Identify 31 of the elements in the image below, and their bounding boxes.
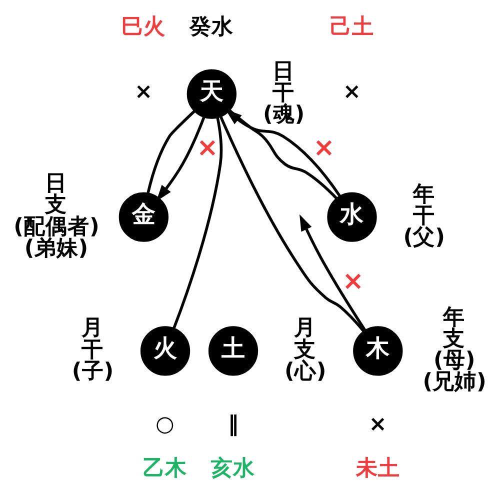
connector: [220, 116, 365, 332]
edge-label: ×: [313, 132, 335, 163]
node-label: 未土: [356, 456, 400, 482]
node-circle: 水: [327, 192, 377, 242]
node-label: ○: [156, 412, 174, 437]
node-label: 日支(配偶者)(弟妹): [14, 171, 100, 261]
node-circle: 金: [118, 192, 168, 242]
node-label: ‖: [228, 412, 239, 437]
edge-label: ×: [196, 132, 218, 163]
node-circle: 火: [140, 326, 190, 376]
node-label: ×: [134, 79, 153, 104]
connector: [172, 118, 223, 329]
node-label: ×: [368, 412, 387, 437]
arrow: [300, 214, 366, 331]
node-circle: 木: [353, 326, 403, 376]
node-label: 癸水: [190, 14, 234, 40]
node-label: 乙木: [143, 456, 188, 482]
node-label: 年干(父): [403, 182, 446, 250]
node-label: ×: [342, 79, 361, 104]
node-label: 己土: [330, 14, 374, 40]
node-label: 月干(子): [72, 316, 114, 384]
node-circle: 天: [186, 69, 236, 119]
node-label: 月支(心): [284, 316, 326, 384]
node-label: 年支(母)(兄姉): [422, 304, 486, 395]
node-label: 巳火: [122, 14, 166, 40]
node-circle: 土: [208, 326, 258, 376]
arrow: [156, 116, 206, 202]
edge-label: ×: [342, 266, 364, 297]
node-label: 日干(魂): [262, 58, 305, 128]
node-label: 亥水: [211, 456, 256, 482]
connector: [146, 110, 196, 194]
